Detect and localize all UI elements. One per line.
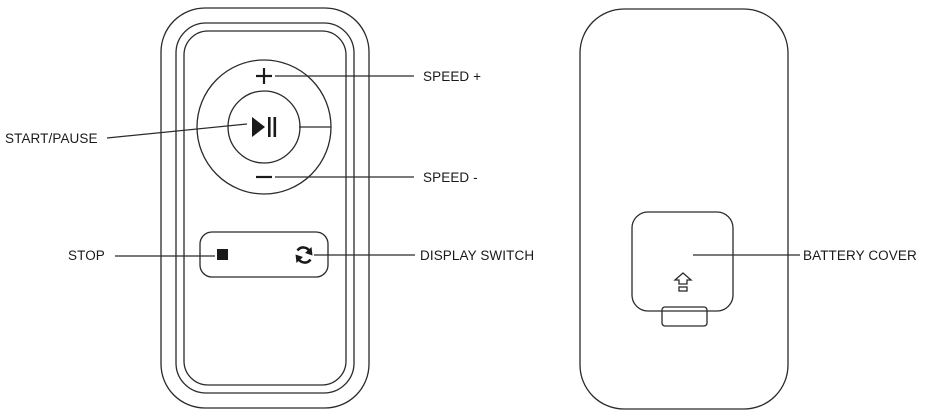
start-pause-button[interactable]: [227, 90, 301, 164]
remote-front-inner-bezel: [175, 22, 355, 394]
start-pause-leader: [106, 123, 248, 139]
stop-button[interactable]: [217, 249, 228, 260]
battery-cover[interactable]: [631, 211, 734, 327]
remote-front-outer-shell: [160, 7, 370, 409]
play-pause-icon: [252, 117, 277, 137]
stop-label: STOP: [68, 248, 105, 263]
leader-lines: [106, 75, 800, 257]
up-arrow-icon: [673, 272, 693, 292]
remote-back-shell: [579, 8, 789, 410]
battery-cover-label: BATTERY COVER: [803, 248, 917, 263]
display-switch-button[interactable]: [295, 246, 313, 264]
refresh-icon: [295, 246, 313, 264]
remote-back: [579, 8, 789, 410]
start-pause-label: START/PAUSE: [5, 131, 98, 146]
speed-plus-button[interactable]: [256, 68, 272, 84]
remote-front: [160, 7, 370, 409]
plus-icon: [256, 68, 272, 84]
speed-plus-label: SPEED +: [423, 69, 481, 84]
remote-front-face: [183, 30, 347, 386]
stop-icon: [217, 249, 228, 260]
display-switch-label: DISPLAY SWITCH: [420, 248, 534, 263]
speed-minus-label: SPEED -: [423, 170, 478, 185]
